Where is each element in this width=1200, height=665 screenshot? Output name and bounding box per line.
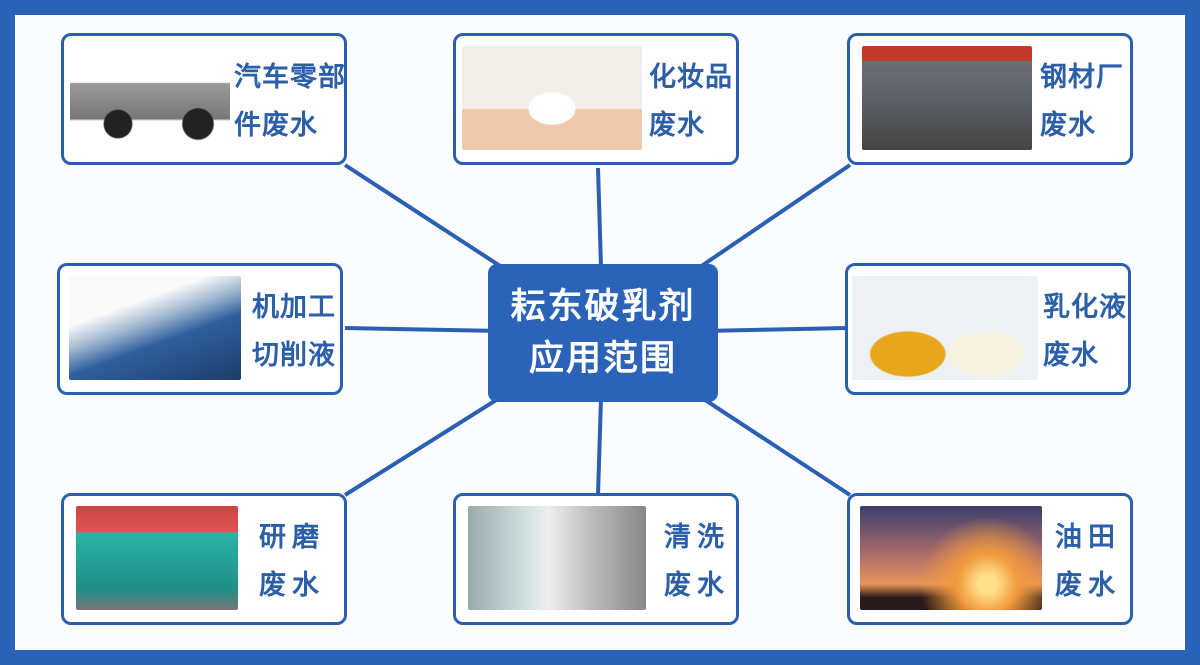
car-parts-image [70, 46, 230, 150]
center-title-line1: 耘东破乳剂 [510, 287, 696, 327]
application-card-steel-mill: 钢材厂 废水 [847, 33, 1133, 165]
application-card-machining: 机加工 切削液 [57, 263, 343, 395]
item-label-line1: 钢材厂 [1040, 62, 1124, 93]
item-label-line1: 研磨 [259, 522, 325, 553]
item-label-line2: 废水 [1040, 110, 1096, 141]
center-node: 耘东破乳剂 应用范围 [488, 264, 718, 402]
item-label-line2: 废水 [1055, 570, 1121, 601]
cosmetics-image [462, 46, 642, 150]
grinding-machine-image [76, 506, 238, 610]
application-card-cosmetics: 化妆品 废水 [453, 33, 739, 165]
steel-mill-image [862, 46, 1032, 150]
item-label-line1: 化妆品 [649, 62, 733, 93]
item-label-line2: 切削液 [252, 340, 336, 371]
oilfield-pumpjack-image [860, 506, 1042, 610]
item-label-line1: 清洗 [664, 522, 730, 553]
item-label-line2: 废水 [649, 110, 705, 141]
application-card-auto-parts: 汽车零部 件废水 [61, 33, 347, 165]
item-label-line1: 乳化液 [1043, 292, 1127, 323]
item-label-line2: 废水 [259, 570, 325, 601]
emulsion-flasks-image [852, 276, 1038, 380]
item-label-line2: 废水 [1043, 340, 1099, 371]
machining-image [69, 276, 241, 380]
application-card-oilfield: 油田 废水 [847, 493, 1133, 625]
item-label-line1: 汽车零部 [234, 62, 346, 93]
application-card-emulsion: 乳化液 废水 [845, 263, 1131, 395]
center-title-line2: 应用范围 [528, 339, 677, 379]
application-card-cleaning: 清洗 废水 [453, 493, 739, 625]
item-label-line2: 件废水 [234, 110, 318, 141]
item-label-line2: 废水 [664, 570, 730, 601]
application-card-grinding: 研磨 废水 [61, 493, 347, 625]
item-label-line1: 机加工 [252, 292, 336, 323]
item-label-line1: 油田 [1055, 522, 1121, 553]
cleaning-worker-image [468, 506, 646, 610]
